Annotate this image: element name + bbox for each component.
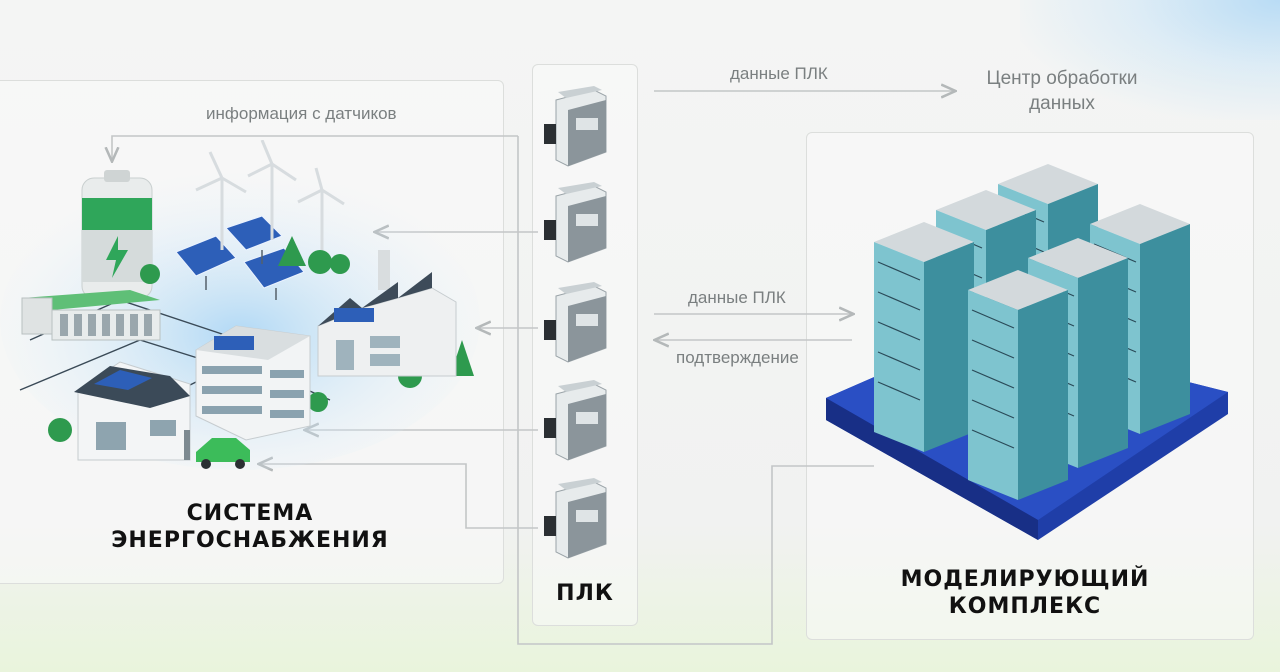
power-system-illustration — [0, 140, 480, 470]
office-building — [195, 325, 311, 441]
house — [74, 361, 191, 461]
solar-panels — [175, 215, 305, 289]
sensor-info-label: информация с датчиков — [206, 104, 397, 123]
plc-unit-3[interactable] — [544, 282, 610, 366]
server-rack-left — [874, 222, 974, 452]
plc-wire-4 — [260, 464, 538, 529]
storage-containers — [21, 290, 161, 341]
plc-data-top-label: данные ПЛК — [730, 64, 828, 83]
feedback-line — [517, 136, 874, 645]
plc-data-mid-label: данные ПЛК — [688, 288, 786, 307]
power-system-title: СИСТЕМА ЭНЕРГОСНАБЖЕНИЯ — [111, 501, 389, 553]
modeling-complex-title: МОДЕЛИРУЮЩИЙ КОМПЛЕКС — [900, 567, 1150, 619]
sky-glow — [1020, 0, 1280, 120]
server-cluster-illustration — [826, 164, 1228, 540]
electric-car-icon — [184, 430, 250, 469]
plc-title: ПЛК — [556, 581, 614, 606]
sensor-info-arrow — [112, 135, 518, 160]
data-center-label: Центр обработки данных — [986, 68, 1138, 114]
battery-icon — [81, 170, 153, 299]
factory — [317, 250, 457, 377]
plc-unit-5[interactable] — [544, 478, 610, 562]
confirmation-label: подтверждение — [676, 348, 799, 367]
wind-turbines — [195, 140, 345, 262]
plc-unit-1[interactable] — [544, 86, 610, 170]
trees — [48, 236, 474, 442]
plc-unit-2[interactable] — [544, 182, 610, 266]
plc-unit-4[interactable] — [544, 380, 610, 464]
server-rack-front — [968, 270, 1068, 500]
